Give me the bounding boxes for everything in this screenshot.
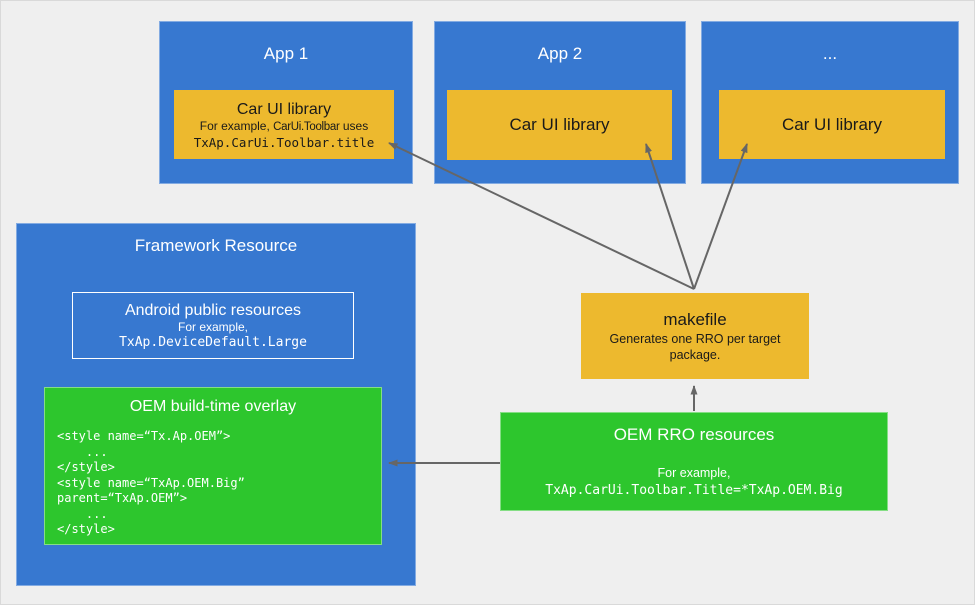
oem-rro-resources-title: OEM RRO resources	[613, 425, 775, 444]
app3-car-ui-library-box: Car UI library	[719, 90, 945, 159]
example-prefix: For example,	[199, 118, 274, 133]
makefile-box: makefile Generates one RRO per target pa…	[581, 293, 809, 379]
app2-car-ui-library-box: Car UI library	[447, 90, 672, 160]
framework-resource-box: Framework Resource Android public resour…	[16, 223, 416, 586]
oem-rro-resources-box: OEM RRO resources For example, TxAp.CarU…	[500, 412, 888, 511]
code-line: parent=“TxAp.OEM”>	[57, 491, 188, 505]
android-public-resources-code: TxAp.DeviceDefault.Large	[119, 335, 307, 350]
android-public-resources-subtitle: For example,	[177, 320, 249, 334]
car-ui-library-example-line1: For example, CarUi.Toolbar uses	[200, 119, 368, 135]
makefile-subtitle: Generates one RRO per target package.	[609, 332, 781, 362]
example-suffix: uses	[339, 118, 369, 133]
code-line: ...	[57, 506, 108, 521]
app1-box: App 1 Car UI library For example, CarUi.…	[159, 21, 413, 184]
code-line: </style>	[57, 522, 115, 536]
oem-rro-resources-subtitle: For example,	[657, 466, 731, 480]
makefile-title: makefile	[663, 310, 727, 329]
app1-title: App 1	[263, 44, 309, 63]
code-line: <style name=“TxAp.OEM.Big”	[57, 475, 245, 490]
app1-car-ui-library-box: Car UI library For example, CarUi.Toolba…	[174, 90, 394, 159]
car-ui-library-example-line2: TxAp.CarUi.Toolbar.title	[193, 134, 375, 150]
car-ui-library-title: Car UI library	[236, 100, 332, 118]
code-line: ...	[57, 444, 108, 459]
oem-build-time-overlay-box: OEM build-time overlay <style name=“Tx.A…	[44, 387, 382, 545]
android-public-resources-title: Android public resources	[124, 302, 302, 319]
code-line: </style>	[57, 460, 115, 474]
oem-rro-resources-code: TxAp.CarUi.Toolbar.Title=*TxAp.OEM.Big	[545, 483, 843, 498]
app2-title: App 2	[537, 44, 583, 63]
oem-build-time-overlay-title: OEM build-time overlay	[129, 398, 297, 415]
car-ui-library-title: Car UI library	[509, 115, 610, 134]
oem-overlay-code-block: <style name=“Tx.Ap.OEM”> ... </style> <s…	[57, 429, 381, 538]
android-public-resources-box: Android public resources For example, Tx…	[72, 292, 354, 359]
framework-resource-title: Framework Resource	[134, 236, 298, 255]
example-inline-code: CarUi.Toolbar	[273, 120, 340, 133]
car-ui-library-title: Car UI library	[781, 114, 883, 134]
app3-box: ... Car UI library	[701, 21, 959, 184]
code-line: <style name=“Tx.Ap.OEM”>	[57, 429, 231, 443]
app3-title: ...	[822, 44, 838, 63]
app2-box: App 2 Car UI library	[434, 21, 686, 184]
